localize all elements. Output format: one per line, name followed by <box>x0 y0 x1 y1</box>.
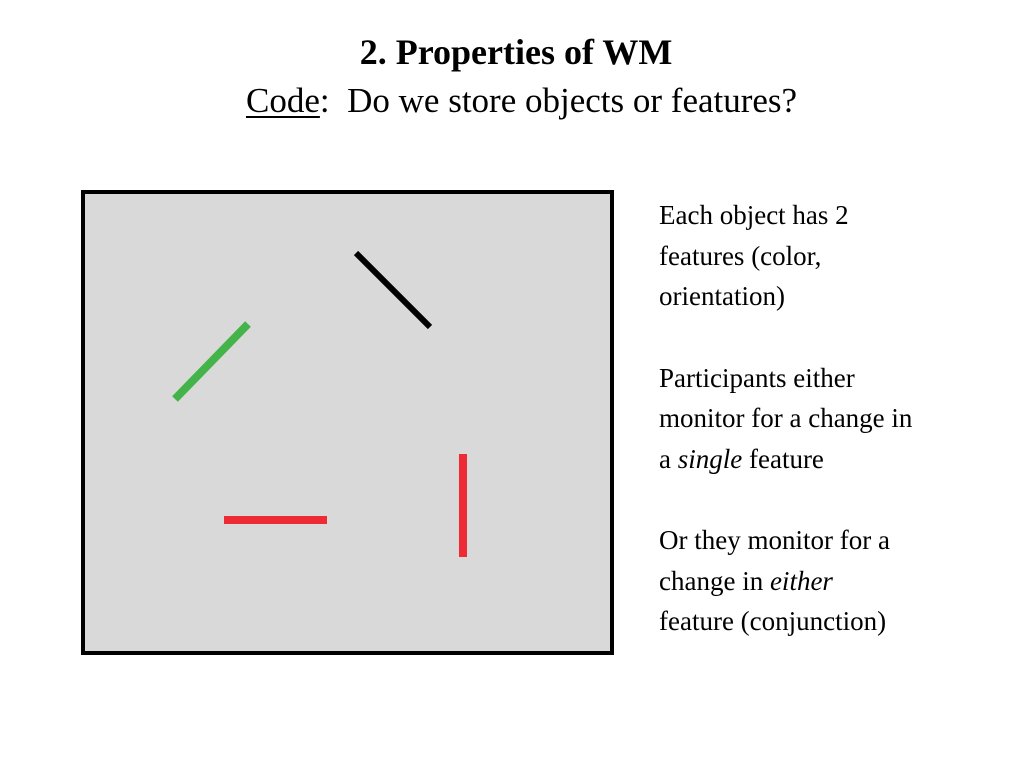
bullet-line: Participants either <box>659 358 999 399</box>
bullet-line: Or they monitor for a <box>659 520 999 561</box>
subtitle-label: Code <box>246 81 320 120</box>
slide-title: 2. Properties of WM <box>359 32 673 72</box>
bullet-text: feature (conjunction) <box>659 606 887 636</box>
green-diagonal-bar <box>172 321 251 402</box>
emphasis-single: single <box>677 443 743 474</box>
bullet-line: a single feature <box>659 439 999 480</box>
bullet-text: features (color, <box>659 240 822 271</box>
bullet-line: feature (conjunction) <box>659 601 999 642</box>
bullet-text: Or they monitor for a <box>659 525 890 555</box>
bullet-text: orientation) <box>659 281 785 311</box>
bullet-features: Each object has 2 features (color, orien… <box>659 195 999 317</box>
bullet-text: monitor for a change in <box>659 403 913 433</box>
bullet-line: change in either <box>659 561 999 602</box>
black-diagonal-bar <box>353 250 433 330</box>
stimulus-canvas <box>172 250 467 557</box>
bullet-single-feature: Participants either monitor for a change… <box>659 358 999 480</box>
bullet-text: change in <box>659 565 770 596</box>
bullet-text: feature <box>742 443 824 474</box>
bullet-line: features (color, <box>659 236 999 277</box>
stimulus-display <box>81 190 614 655</box>
bullet-column: Each object has 2 features (color, orien… <box>659 195 999 683</box>
bullet-text: a <box>659 443 678 474</box>
subtitle-question: Do we store objects or features? <box>347 81 798 120</box>
emphasis-either: either <box>769 565 833 596</box>
bullet-text: Each object has 2 <box>659 200 849 230</box>
subtitle-separator: : <box>319 81 330 120</box>
slide-subtitle: Code: Do we store objects or features? <box>246 79 797 123</box>
bullet-text: Participants either <box>659 362 855 393</box>
bullet-conjunction: Or they monitor for a change in either f… <box>659 520 999 642</box>
bullet-line: monitor for a change in <box>659 398 999 439</box>
bullet-line: orientation) <box>659 276 999 317</box>
bullet-line: Each object has 2 <box>659 195 999 236</box>
